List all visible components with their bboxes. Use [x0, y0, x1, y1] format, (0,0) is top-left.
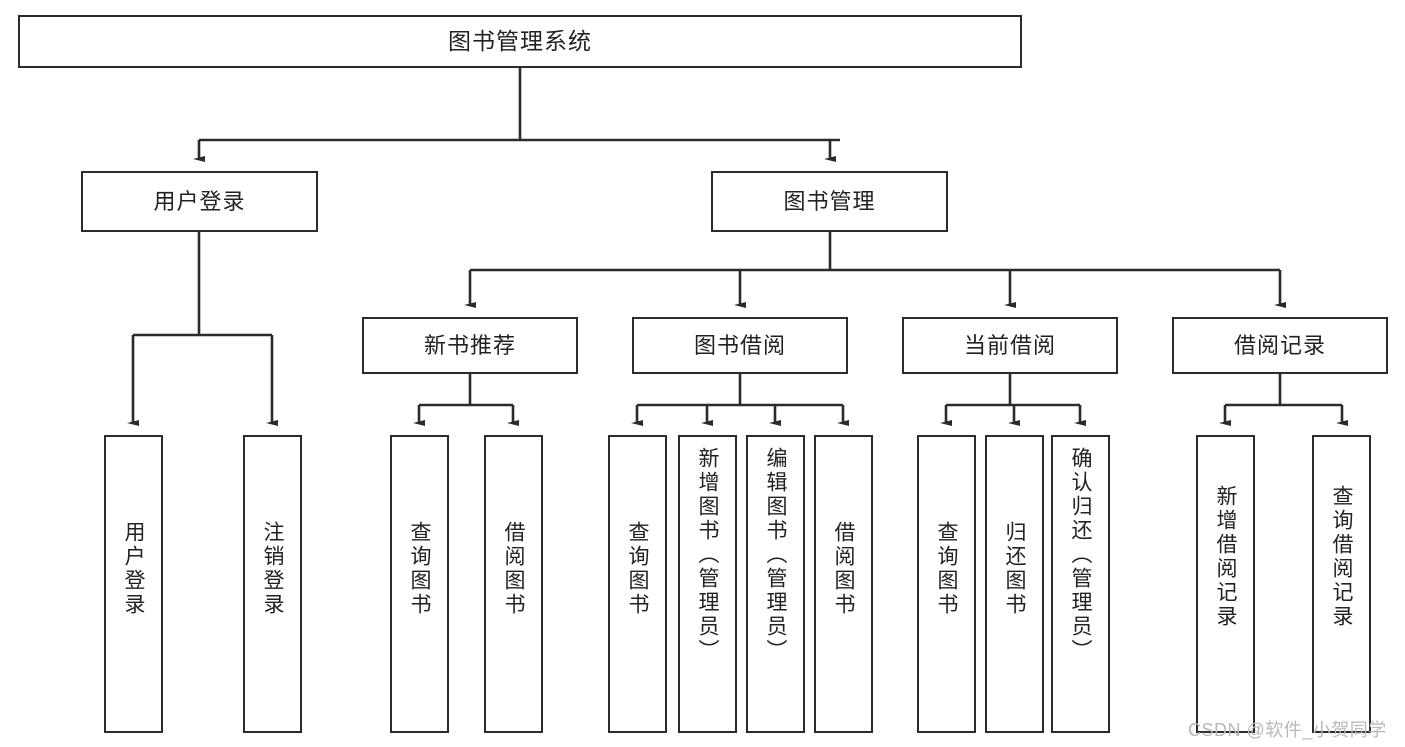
- node-leaf-query-book-current[interactable]: 查询图书: [917, 435, 976, 733]
- node-label: 新增图书（管理员）: [696, 447, 719, 663]
- node-borrow-record[interactable]: 借阅记录: [1172, 317, 1388, 374]
- node-leaf-add-borrow-record[interactable]: 新增借阅记录: [1196, 435, 1255, 733]
- node-label: 图书管理: [783, 188, 876, 214]
- node-label: 归还图书: [1003, 521, 1026, 617]
- node-label: 用户登录: [122, 521, 145, 617]
- node-label: 当前借阅: [963, 332, 1056, 358]
- node-label: 图书管理系统: [448, 27, 592, 54]
- node-label: 借阅图书: [832, 521, 855, 617]
- node-label: 查询图书: [626, 521, 649, 617]
- node-leaf-query-book-recommend[interactable]: 查询图书: [390, 435, 449, 733]
- node-book-manage[interactable]: 图书管理: [711, 171, 948, 232]
- node-leaf-user-login[interactable]: 用户登录: [104, 435, 163, 733]
- node-leaf-query-book-borrow[interactable]: 查询图书: [608, 435, 667, 733]
- node-current-borrow[interactable]: 当前借阅: [902, 317, 1118, 374]
- node-label: 借阅记录: [1233, 332, 1326, 358]
- node-leaf-edit-book[interactable]: 编辑图书（管理员）: [746, 435, 805, 733]
- node-leaf-logout-login[interactable]: 注销登录: [243, 435, 302, 733]
- watermark: CSDN @软件_小贺同学: [1188, 720, 1387, 740]
- node-label: 新增借阅记录: [1214, 485, 1237, 629]
- node-book-borrow[interactable]: 图书借阅: [632, 317, 848, 374]
- node-label: 借阅图书: [502, 521, 525, 617]
- node-label: 查询图书: [935, 521, 958, 617]
- node-label: 图书借阅: [693, 332, 786, 358]
- node-label: 编辑图书（管理员）: [764, 447, 787, 663]
- node-label: 查询借阅记录: [1330, 485, 1353, 629]
- node-leaf-return-book[interactable]: 归还图书: [985, 435, 1044, 733]
- node-new-book-recommend[interactable]: 新书推荐: [362, 317, 578, 374]
- node-label: 用户登录: [153, 188, 246, 214]
- node-leaf-borrow-book[interactable]: 借阅图书: [814, 435, 873, 733]
- node-root-book-management-system[interactable]: 图书管理系统: [18, 15, 1022, 68]
- node-leaf-add-book[interactable]: 新增图书（管理员）: [678, 435, 737, 733]
- node-label: 查询图书: [408, 521, 431, 617]
- node-leaf-query-borrow-record[interactable]: 查询借阅记录: [1312, 435, 1371, 733]
- node-label: 注销登录: [261, 521, 284, 617]
- node-user-login[interactable]: 用户登录: [81, 171, 318, 232]
- node-leaf-confirm-return[interactable]: 确认归还（管理员）: [1051, 435, 1110, 733]
- node-label: 确认归还（管理员）: [1069, 447, 1092, 663]
- node-leaf-borrow-book-recommend[interactable]: 借阅图书: [484, 435, 543, 733]
- node-label: 新书推荐: [423, 332, 516, 358]
